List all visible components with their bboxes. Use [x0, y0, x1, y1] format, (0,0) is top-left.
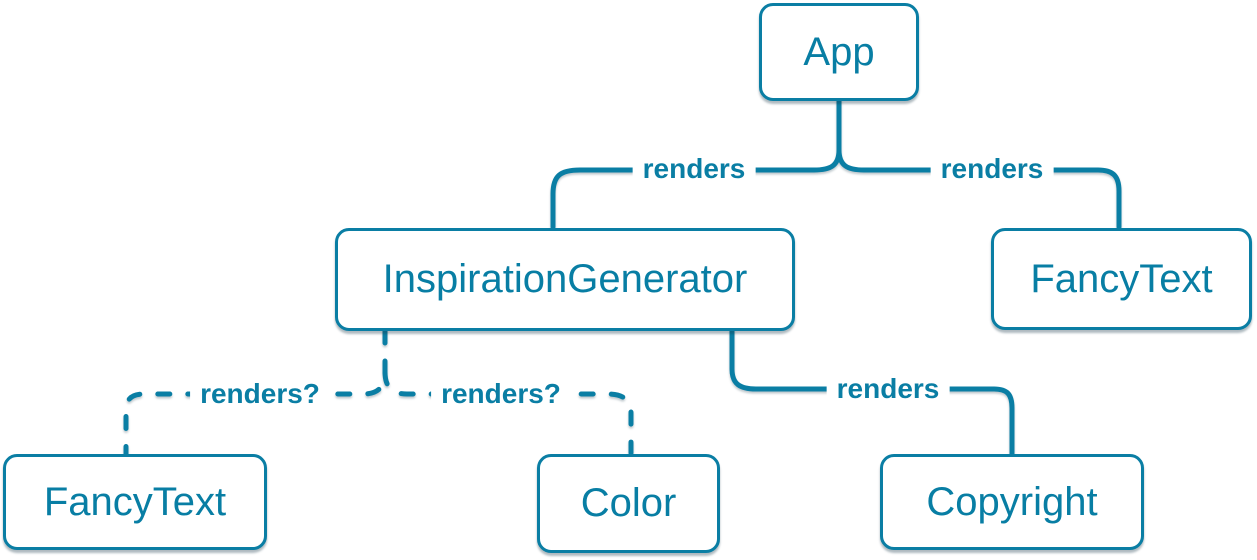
node-color-label: Color: [580, 481, 677, 525]
node-copyright: Copyright: [880, 454, 1144, 550]
edge-line-app-to-fancy-text: [836, 147, 1122, 230]
node-fancy-text-top: FancyText: [991, 228, 1252, 330]
edge-label-renders-maybe-color: renders?: [431, 377, 571, 411]
node-color: Color: [537, 454, 720, 553]
edge-label-renders-app-inspiration-generator: renders: [632, 152, 756, 186]
node-app-label: App: [803, 29, 875, 74]
node-inspiration-generator-label: InspirationGenerator: [382, 257, 748, 301]
edge-label-renders-app-fancy-text: renders: [930, 152, 1054, 186]
edge-label-renders-copyright: renders: [826, 372, 950, 406]
node-inspiration-generator: InspirationGenerator: [335, 228, 795, 331]
node-copyright-label: Copyright: [926, 479, 1098, 524]
edge-line-inspiration-generator-to-color: [382, 369, 634, 456]
node-app: App: [759, 3, 919, 101]
node-fancy-text-bottom-label: FancyText: [43, 479, 227, 524]
node-fancy-text-top-label: FancyText: [1030, 256, 1213, 301]
edge-label-renders-maybe-fancy-text: renders?: [190, 377, 330, 411]
node-fancy-text-bottom: FancyText: [3, 454, 267, 550]
